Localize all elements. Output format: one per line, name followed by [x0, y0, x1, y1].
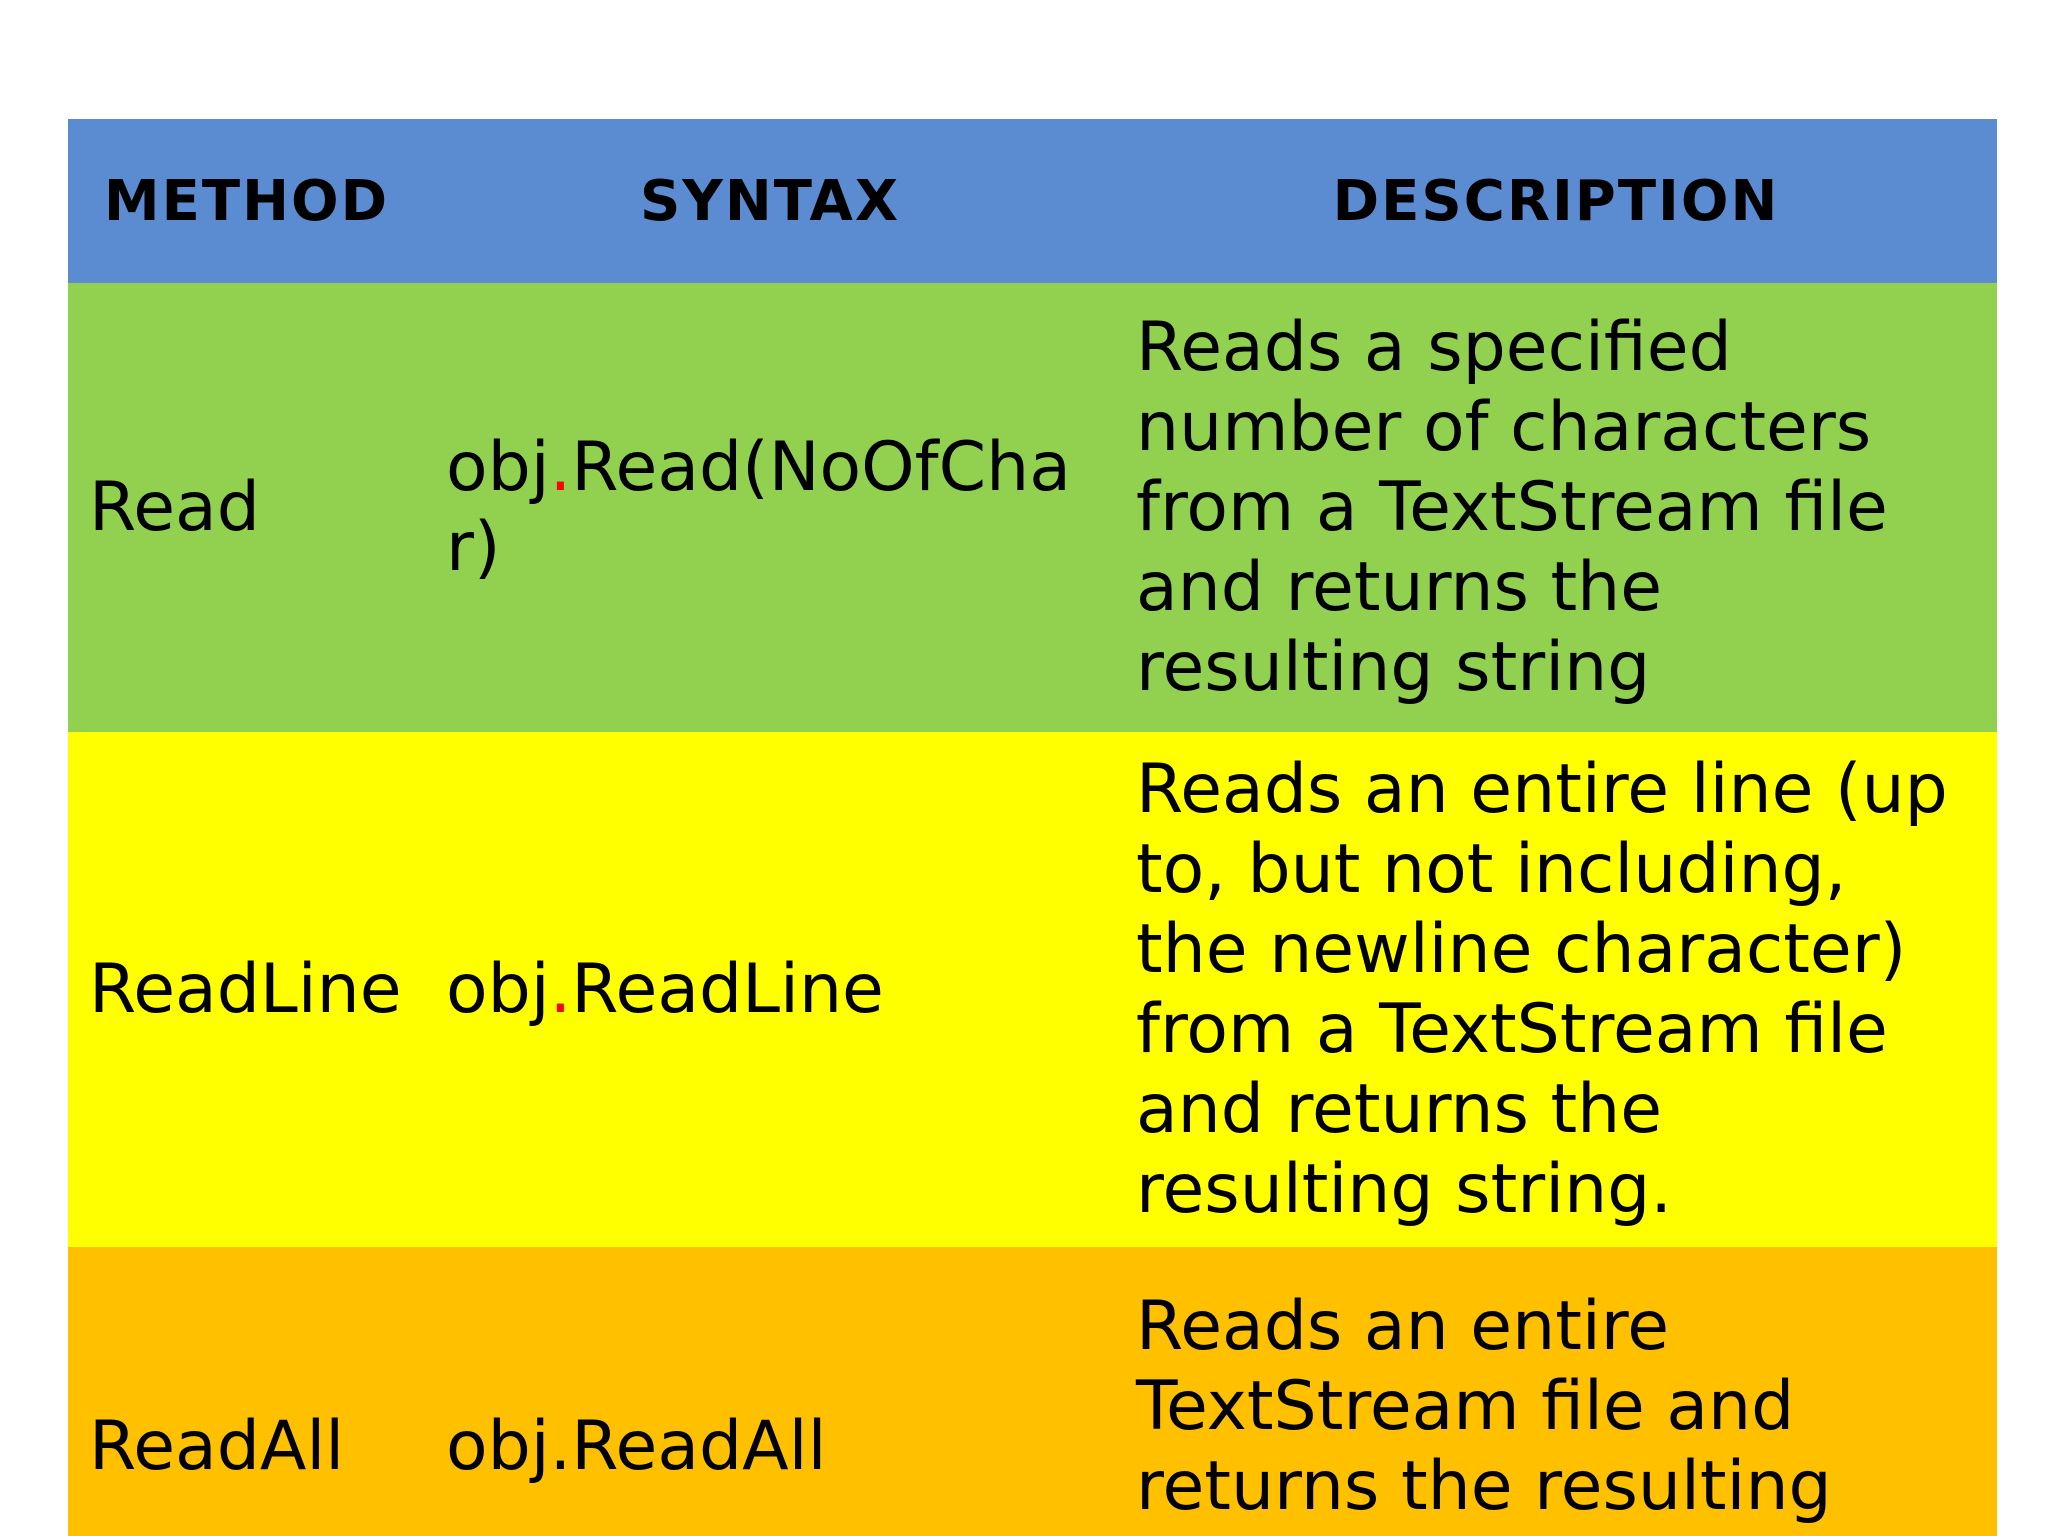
method-cell: Read: [68, 283, 425, 732]
syntax-code: obj.Read(NoOfCha r): [446, 428, 1071, 588]
syntax-cell: obj.ReadLine: [425, 732, 1115, 1247]
syntax-dot: .: [549, 949, 572, 1029]
description-text: Reads a specified number of characters f…: [1136, 307, 1888, 707]
syntax-object: obj: [446, 949, 550, 1029]
method-cell: ReadAll: [68, 1247, 425, 1536]
table-row-readall: ReadAll obj.ReadAll Reads an entire Text…: [68, 1247, 1997, 1536]
column-header-method: METHOD: [103, 168, 390, 234]
description-cell: Reads an entire TextStream file and retu…: [1115, 1247, 1997, 1536]
method-cell: ReadLine: [68, 732, 425, 1247]
syntax-code: obj.ReadAll: [446, 1407, 826, 1487]
table-row-read: Read obj.Read(NoOfCha r) Reads a specifi…: [68, 283, 1997, 732]
description-text: Reads an entire TextStream file and retu…: [1136, 1287, 1832, 1536]
description-cell: Reads an entire line (up to, but not inc…: [1115, 732, 1997, 1247]
table-header-row: METHOD SYNTAX DESCRIPTION: [68, 119, 1997, 283]
column-header-syntax: SYNTAX: [639, 168, 901, 234]
syntax-dot: .: [549, 427, 572, 507]
textstream-methods-table: METHOD SYNTAX DESCRIPTION Read obj.Read(…: [68, 119, 1997, 1536]
syntax-object: obj: [446, 427, 550, 507]
table-row-readline: ReadLine obj.ReadLine Reads an entire li…: [68, 732, 1997, 1247]
syntax-cell: obj.ReadAll: [425, 1247, 1115, 1536]
syntax-member: Read(NoOfCha r): [446, 427, 1071, 587]
method-name: ReadAll: [89, 1407, 345, 1486]
description-text: Reads an entire line (up to, but not inc…: [1136, 749, 1948, 1229]
column-header-description: DESCRIPTION: [1332, 168, 1780, 234]
syntax-dot: .: [549, 1407, 572, 1486]
syntax-object: obj: [446, 1407, 550, 1486]
method-name: Read: [89, 467, 260, 547]
syntax-member: ReadAll: [571, 1407, 827, 1486]
syntax-cell: obj.Read(NoOfCha r): [425, 283, 1115, 732]
syntax-member: ReadLine: [571, 949, 884, 1029]
description-cell: Reads a specified number of characters f…: [1115, 283, 1997, 732]
syntax-code: obj.ReadLine: [446, 950, 884, 1030]
method-name: ReadLine: [89, 949, 402, 1029]
